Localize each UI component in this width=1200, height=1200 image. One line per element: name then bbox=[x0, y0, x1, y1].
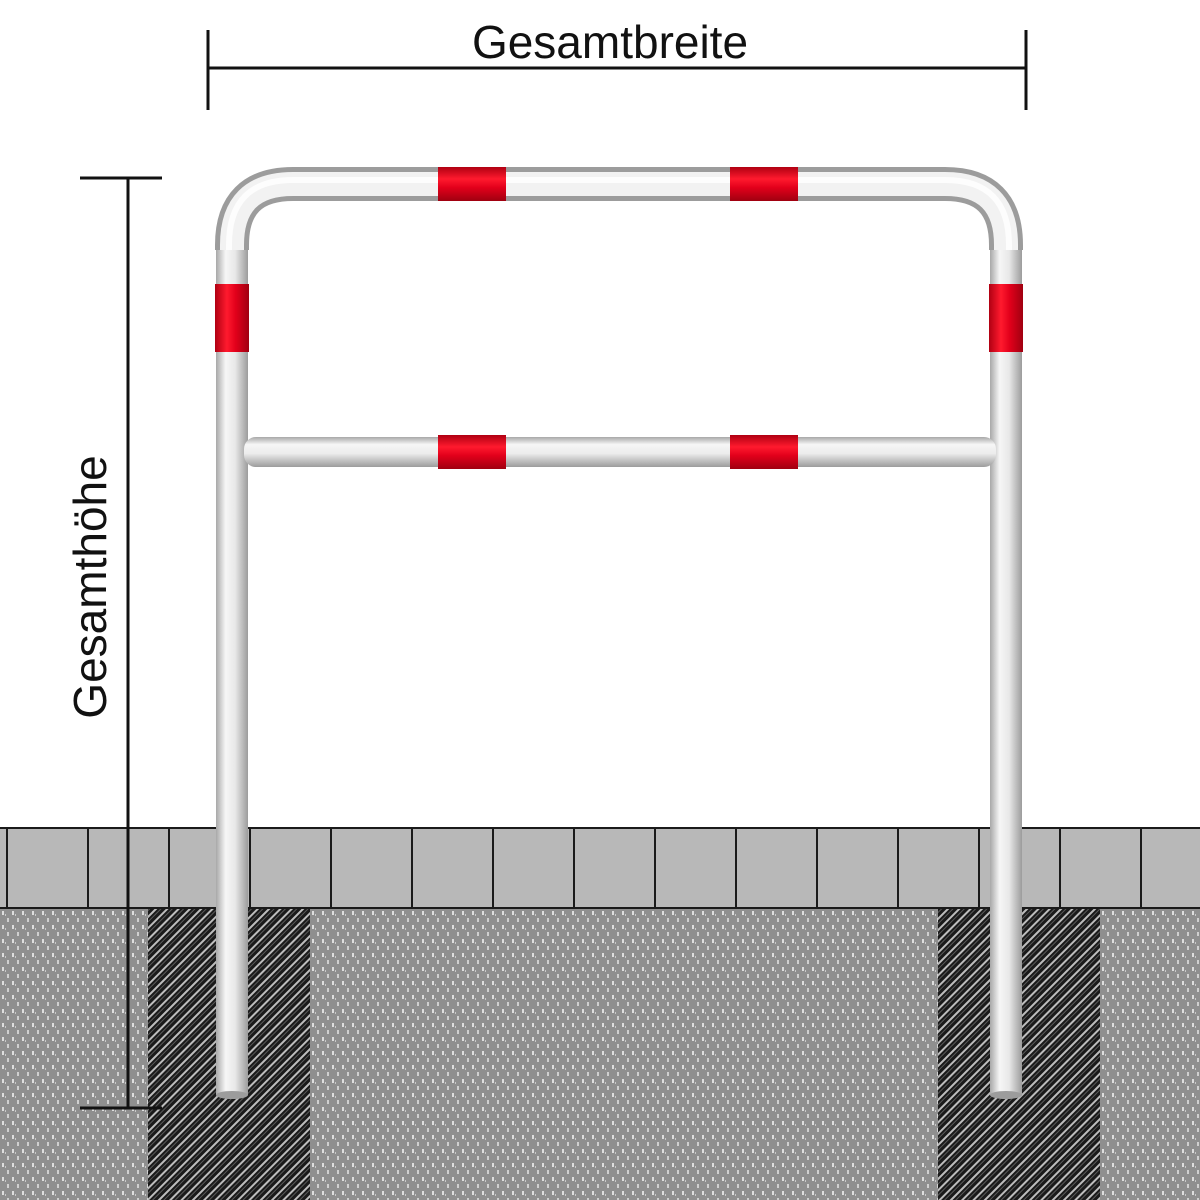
paving-stone bbox=[330, 827, 413, 909]
red-band-left-post bbox=[215, 284, 249, 352]
left-post bbox=[216, 245, 248, 1095]
barrier bbox=[215, 167, 1023, 1099]
paving-row bbox=[0, 827, 1200, 909]
middle-crossbar bbox=[244, 437, 996, 467]
left-post-end bbox=[216, 1091, 248, 1099]
right-post-end bbox=[990, 1091, 1022, 1099]
paving-stone bbox=[492, 827, 575, 909]
paving-stone bbox=[816, 827, 899, 909]
red-band-top-left bbox=[438, 167, 506, 201]
paving-stone bbox=[1140, 827, 1200, 909]
paving-stone bbox=[897, 827, 980, 909]
reflective-bands bbox=[215, 167, 1023, 469]
paving-stone bbox=[6, 827, 89, 909]
paving-stone bbox=[411, 827, 494, 909]
paving-stone bbox=[735, 827, 818, 909]
height-label: Gesamthöhe bbox=[64, 455, 116, 718]
width-label: Gesamtbreite bbox=[472, 16, 748, 68]
red-band-middle-left bbox=[438, 435, 506, 469]
right-post bbox=[990, 245, 1022, 1095]
red-band-middle-right bbox=[730, 435, 798, 469]
paving-stone bbox=[0, 827, 8, 909]
paving-stone bbox=[1059, 827, 1142, 909]
width-dimension: Gesamtbreite bbox=[206, 16, 1028, 110]
top-bar-shine bbox=[226, 177, 1012, 250]
red-band-top-right bbox=[730, 167, 798, 201]
height-dimension: Gesamthöhe bbox=[64, 176, 162, 1110]
red-band-right-post bbox=[989, 284, 1023, 352]
paving-stone bbox=[654, 827, 737, 909]
paving-stone bbox=[573, 827, 656, 909]
top-bar-highlight bbox=[220, 172, 1018, 250]
paving-stone bbox=[249, 827, 332, 909]
